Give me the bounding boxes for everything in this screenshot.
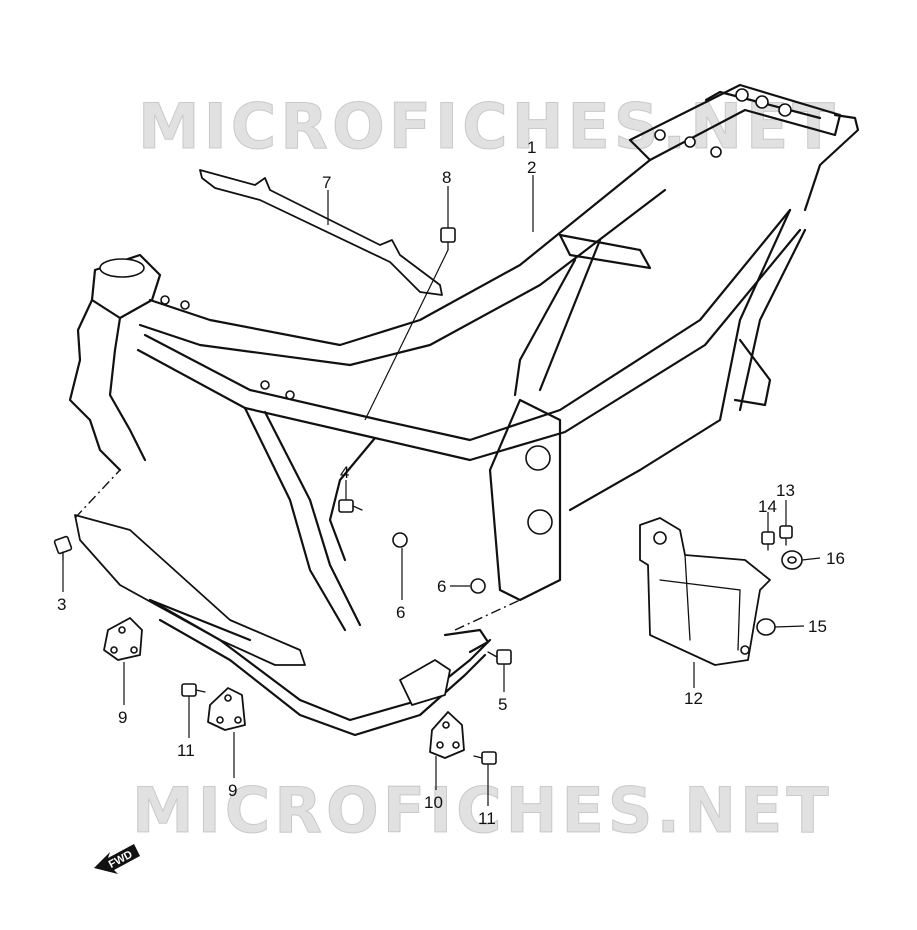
part-6-collar-b <box>470 578 486 594</box>
leader-lines <box>62 175 821 806</box>
callout-13: 13 <box>776 481 795 500</box>
callout-1: 1 <box>527 138 536 157</box>
callout-10: 10 <box>424 793 443 812</box>
callout-12: 12 <box>684 689 703 708</box>
alignment-line-front <box>74 469 121 519</box>
part-16-cushion <box>781 550 803 570</box>
part-11-bolt-a <box>181 683 206 697</box>
part-7-upper-brace <box>199 169 443 296</box>
callout-6-side: 6 <box>437 577 446 596</box>
part-14-bolt <box>761 531 775 551</box>
part-11-bolt-b <box>473 751 497 765</box>
callout-9-left: 9 <box>118 708 127 727</box>
fwd-label: FWD <box>107 848 135 870</box>
part-8-bolt <box>440 227 456 251</box>
watermark-bottom: MICROFICHES.NET <box>132 774 833 847</box>
part-13-bolt <box>779 525 793 546</box>
part-3-bolt <box>53 535 73 561</box>
lower-cradle <box>74 514 492 737</box>
callout-6-lower: 6 <box>396 603 405 622</box>
callout-11-right: 11 <box>478 809 496 828</box>
part-12-battery-tray <box>639 517 771 666</box>
part-5-bolt <box>487 649 512 665</box>
callout-7: 7 <box>322 173 331 192</box>
fwd-arrow-icon: FWD <box>94 844 140 874</box>
callout-8: 8 <box>442 168 451 187</box>
part-9-plate-a <box>103 617 143 661</box>
part-9-plate-b <box>207 687 246 731</box>
alignment-line-rear <box>454 599 521 631</box>
callout-5: 5 <box>498 695 507 714</box>
callout-3: 3 <box>57 595 66 614</box>
callout-9-right: 9 <box>228 781 237 800</box>
callout-11-left: 11 <box>177 741 195 760</box>
callout-14: 14 <box>758 497 777 516</box>
part-15-cushion <box>756 618 776 636</box>
callout-16: 16 <box>826 549 845 568</box>
watermark-top: MICROFICHES.NET <box>138 90 839 163</box>
part-4-bolt <box>338 499 363 513</box>
main-frame <box>68 83 860 632</box>
callout-4: 4 <box>340 463 349 482</box>
callout-15: 15 <box>808 617 827 636</box>
part-10-plate <box>429 711 465 759</box>
callout-2: 2 <box>527 158 536 177</box>
part-6-collar-a <box>392 532 408 548</box>
